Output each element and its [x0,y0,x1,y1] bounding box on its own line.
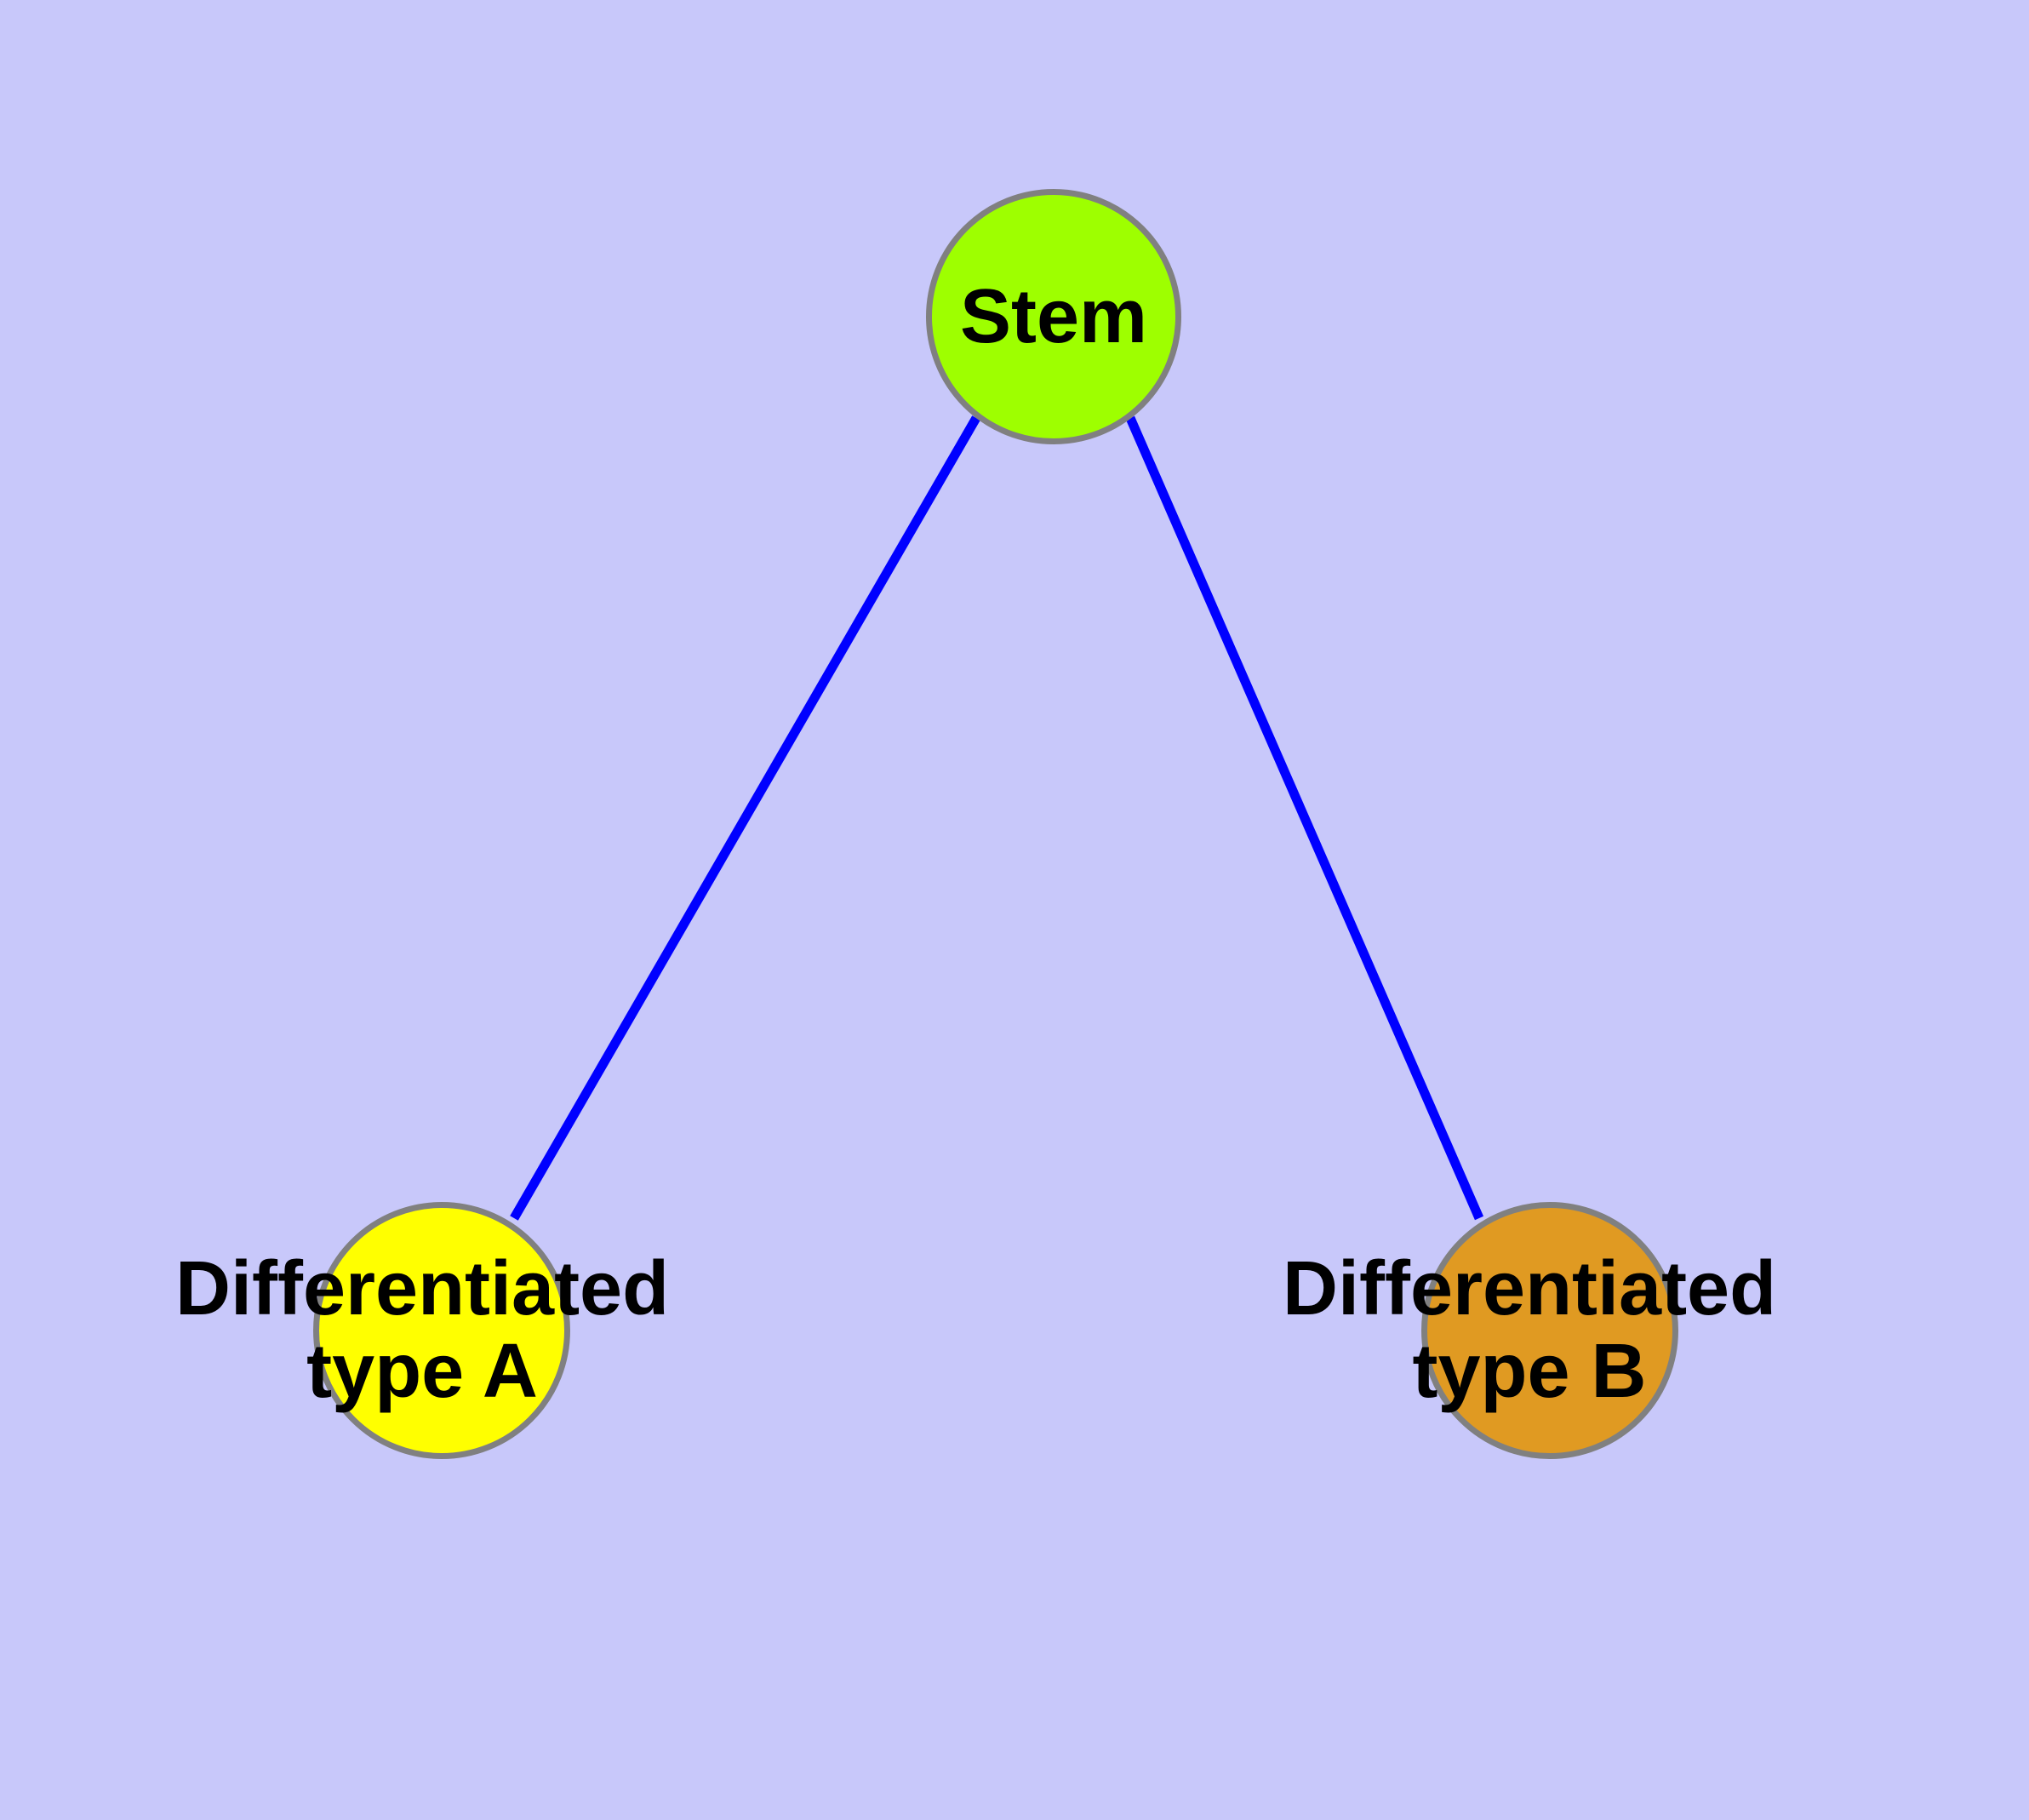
graph-node-diff_a[interactable] [313,1202,570,1459]
graph-edge [1125,415,1484,1221]
node-layer [313,189,1678,1459]
graph-node-diff_b[interactable] [1421,1202,1678,1459]
graph-edge [510,415,980,1221]
edge-layer [510,415,1484,1221]
graph-node-stem[interactable] [926,189,1181,444]
